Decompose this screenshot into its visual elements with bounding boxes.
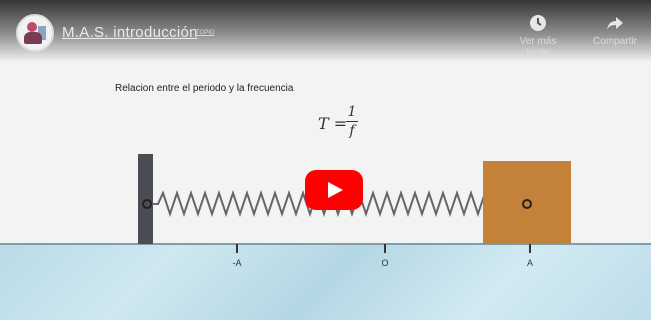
video-title-link[interactable]: M.A.S. introducción	[62, 24, 198, 41]
mass-block	[483, 161, 571, 244]
formula-fraction: 1 f	[346, 104, 358, 139]
avatar-figure-bg	[38, 26, 46, 40]
label-origin: O	[381, 258, 389, 268]
formula-numerator: 1	[347, 104, 357, 120]
tick-neg-a	[236, 244, 238, 253]
label-neg-a: -A	[232, 258, 242, 268]
channel-avatar[interactable]	[16, 14, 54, 52]
tick-pos-a	[529, 244, 531, 253]
floor-surface	[0, 244, 651, 320]
share-button[interactable]: Compartir	[585, 14, 645, 47]
formula-fraction-bar	[346, 121, 358, 122]
clock-icon	[530, 15, 546, 31]
slide-description: Relacion entre el periodo y la frecuenci…	[115, 83, 294, 94]
formula-lhs: T =	[318, 114, 348, 133]
share-arrow-icon	[607, 17, 623, 30]
spring-right-anchor	[522, 199, 532, 209]
player-top-bar	[0, 0, 651, 62]
watch-later-button[interactable]: Ver más tarde	[508, 14, 568, 58]
formula-denominator: f	[349, 123, 355, 139]
equilibrium-line	[0, 243, 651, 245]
watch-later-label: Ver más tarde	[519, 36, 557, 58]
video-title-suffix: TOPIO	[196, 30, 215, 36]
tick-origin	[384, 244, 386, 253]
avatar-figure-head	[27, 22, 37, 32]
share-label: Compartir	[593, 36, 637, 47]
fixed-wall	[138, 154, 153, 244]
play-button[interactable]	[305, 170, 363, 210]
youtube-play-icon	[328, 182, 343, 198]
spring-left-anchor	[142, 199, 152, 209]
label-pos-a: A	[526, 258, 534, 268]
avatar-figure-body	[24, 32, 42, 44]
